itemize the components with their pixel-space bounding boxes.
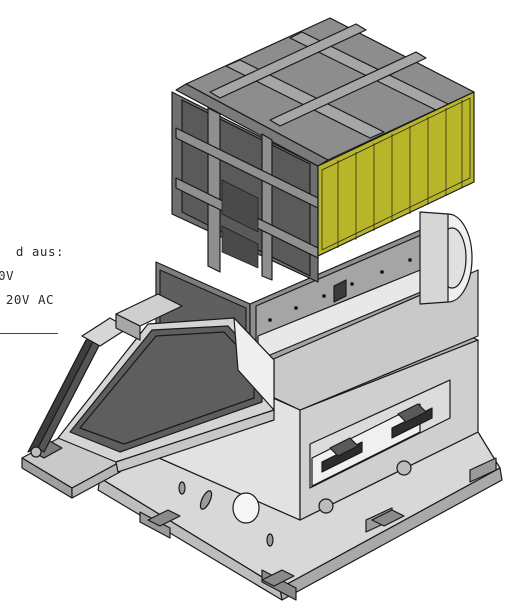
screen-cradle	[309, 379, 451, 514]
feed-hopper	[171, 17, 475, 283]
yellow-grid-panel	[317, 91, 475, 257]
hydraulic-cylinder	[27, 293, 183, 458]
machine-feet	[147, 509, 405, 587]
hinged-door	[57, 317, 275, 473]
lower-front-holes	[178, 481, 274, 547]
motor-pulley	[419, 211, 473, 305]
